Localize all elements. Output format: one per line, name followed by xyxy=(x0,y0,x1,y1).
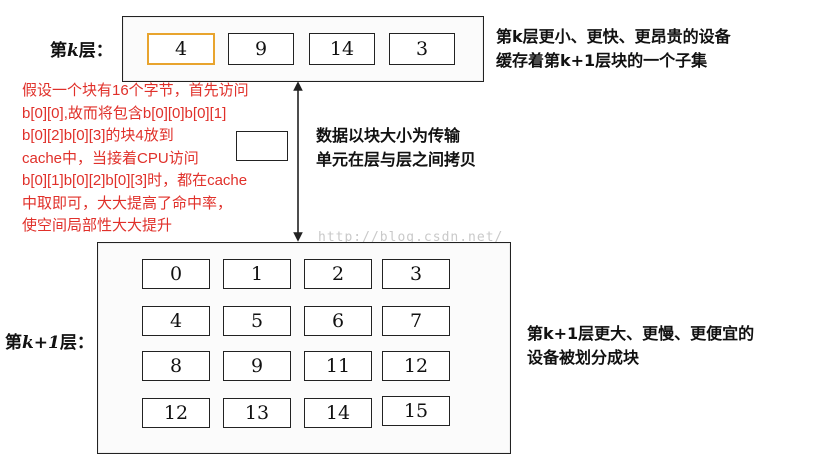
level-k1-container: 0 1 2 3 4 5 6 7 8 9 11 12 12 13 14 15 xyxy=(97,242,511,454)
annotation-note: 假设一个块有16个字节，首先访问 b[0][0],故而将包含b[0][0]b[0… xyxy=(22,82,249,234)
level-k1-block: 4 xyxy=(142,306,210,336)
level-k1-label: 第k+1层： xyxy=(5,333,94,353)
level-k-container: 4 9 14 3 xyxy=(122,16,484,82)
level-k1-block: 0 xyxy=(142,259,210,289)
level-k1-block: 14 xyxy=(304,398,372,428)
watermark: http://blog.csdn.net/ xyxy=(318,230,504,245)
level-k1-description: 第k+1层更大、更慢、更便宜的 设备被划分成块 xyxy=(527,324,755,367)
level-k1-block: 15 xyxy=(382,396,450,426)
level-k1-block: 2 xyxy=(304,259,372,289)
level-k1-block: 9 xyxy=(223,351,291,381)
level-k-label: 第k层： xyxy=(50,41,113,61)
level-k1-block: 3 xyxy=(382,259,450,289)
level-k1-block: 1 xyxy=(223,259,291,289)
level-k1-block: 6 xyxy=(304,306,372,336)
level-k-block: 3 xyxy=(389,33,455,65)
level-k-block: 9 xyxy=(228,33,294,65)
level-k-block: 14 xyxy=(309,33,375,65)
level-k1-block: 8 xyxy=(142,351,210,381)
level-k1-block: 13 xyxy=(223,398,291,428)
level-k-description: 第k层更小、更快、更昂贵的设备 缓存着第k+1层块的一个子集 xyxy=(496,27,731,70)
transfer-description: 数据以块大小为传输 单元在层与层之间拷贝 xyxy=(316,126,477,169)
level-k1-block: 12 xyxy=(142,398,210,428)
level-k1-block: 12 xyxy=(382,351,450,381)
level-k-block-highlighted: 4 xyxy=(147,33,215,65)
level-k1-block: 11 xyxy=(304,351,372,381)
level-k1-block: 5 xyxy=(223,306,291,336)
transit-block xyxy=(236,131,288,161)
level-k1-block: 7 xyxy=(382,306,450,336)
